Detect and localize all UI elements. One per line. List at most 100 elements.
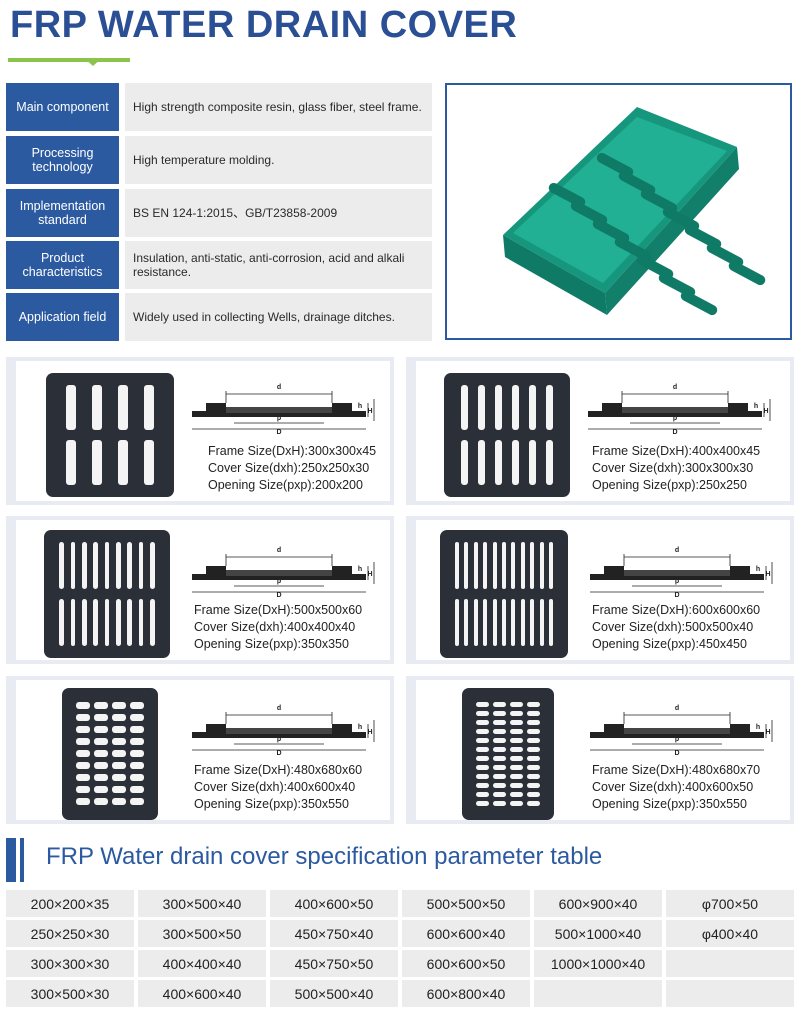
frame-section bbox=[192, 724, 366, 738]
grate-slot bbox=[92, 385, 102, 430]
grate-slot bbox=[476, 782, 489, 788]
param-cell: 450×750×50 bbox=[270, 950, 398, 977]
grate-slot bbox=[130, 750, 144, 757]
grate-slot bbox=[454, 542, 459, 589]
grate-slot bbox=[527, 773, 540, 779]
cover-size: Cover Size(dxh):400x400x40 bbox=[194, 620, 356, 634]
title-underline-notch bbox=[84, 58, 102, 66]
grate-slot bbox=[112, 774, 126, 781]
grate-slot bbox=[493, 746, 506, 752]
param-cell: 300×500×30 bbox=[6, 980, 134, 1007]
section-accent-bar-thin bbox=[20, 838, 24, 882]
grate-slot bbox=[527, 755, 540, 761]
grate-slot bbox=[476, 773, 489, 779]
grate-slot bbox=[493, 710, 506, 716]
param-cell bbox=[534, 980, 662, 1007]
param-cell: φ400×40 bbox=[666, 920, 794, 947]
dimension-label-d: d bbox=[673, 384, 677, 391]
dimension-label-p: p bbox=[277, 736, 281, 743]
dimension-label-h: h bbox=[756, 724, 760, 731]
grate-slot bbox=[130, 762, 144, 769]
cover-size: Cover Size(dxh):250x250x30 bbox=[208, 461, 370, 475]
grate-slot bbox=[483, 599, 488, 646]
grate-slot bbox=[539, 599, 544, 646]
grate-slot bbox=[493, 782, 506, 788]
grate-slot bbox=[76, 726, 90, 733]
cover-slot bbox=[680, 290, 718, 316]
dimension-label-D: D bbox=[674, 750, 679, 756]
param-cell: 450×750×40 bbox=[270, 920, 398, 947]
dimension-label-d: d bbox=[277, 547, 281, 554]
dimension-label-H: H bbox=[765, 571, 770, 578]
dimension-label-d: d bbox=[675, 705, 679, 712]
cover-size: Cover Size(dxh):400x600x50 bbox=[592, 780, 754, 794]
grate-slot bbox=[477, 440, 486, 485]
grate-slot bbox=[528, 385, 537, 430]
grate-slot bbox=[476, 719, 489, 725]
product-photo bbox=[445, 83, 792, 340]
grate-slot bbox=[149, 542, 155, 589]
grate-slot bbox=[476, 800, 489, 806]
grate-slot bbox=[527, 746, 540, 752]
grate-slot bbox=[483, 542, 488, 589]
param-cell: 600×600×50 bbox=[402, 950, 530, 977]
grate-slot bbox=[118, 385, 128, 430]
spec-value: High temperature molding. bbox=[125, 136, 432, 184]
grate-slot bbox=[76, 702, 90, 709]
dimension-label-D: D bbox=[276, 429, 281, 435]
grate-slot bbox=[476, 710, 489, 716]
teal-drain-cover-image bbox=[503, 107, 766, 316]
table-title: FRP Water drain cover specification para… bbox=[46, 843, 603, 870]
param-cell: 300×500×40 bbox=[138, 890, 266, 917]
grate-slot bbox=[476, 764, 489, 770]
grate-slot bbox=[511, 385, 520, 430]
grate-slot bbox=[510, 755, 523, 761]
grate-slot bbox=[118, 440, 128, 485]
param-cell: 400×600×50 bbox=[270, 890, 398, 917]
grate-slot bbox=[510, 737, 523, 743]
grate-slot bbox=[492, 542, 497, 589]
grate-slot bbox=[549, 542, 554, 589]
frame-size: Frame Size(DxH):600x600x60 bbox=[592, 603, 761, 617]
grate-slot bbox=[115, 542, 121, 589]
grate-slot bbox=[527, 800, 540, 806]
grate-600x600 bbox=[440, 530, 568, 658]
grate-slot bbox=[473, 542, 478, 589]
grate-slot bbox=[510, 719, 523, 725]
grate-slot bbox=[527, 728, 540, 734]
dimension-label-d: d bbox=[675, 547, 679, 554]
grate-slot bbox=[66, 440, 76, 485]
grate-slot bbox=[527, 710, 540, 716]
grate-slot bbox=[112, 726, 126, 733]
grate-slot bbox=[510, 800, 523, 806]
grate-slot bbox=[545, 440, 554, 485]
grate-slot bbox=[494, 385, 503, 430]
grate-slot bbox=[94, 714, 108, 721]
grate-slot bbox=[149, 599, 155, 646]
dimension-label-D: D bbox=[672, 429, 677, 435]
grate-480x680 bbox=[62, 688, 158, 820]
grate-slot bbox=[476, 755, 489, 761]
dimension-label-d: d bbox=[277, 384, 281, 391]
frame-size: Frame Size(DxH):480x680x60 bbox=[194, 763, 363, 777]
grate-slot bbox=[104, 542, 110, 589]
grate-300x300 bbox=[46, 373, 174, 497]
grate-slot bbox=[510, 773, 523, 779]
grate-slot bbox=[144, 385, 154, 430]
spec-label: Implementation standard bbox=[6, 189, 119, 237]
grate-slot bbox=[527, 737, 540, 743]
cover-section bbox=[226, 570, 332, 576]
grate-slot bbox=[528, 440, 537, 485]
grate-slot bbox=[476, 791, 489, 797]
grate-slot bbox=[493, 791, 506, 797]
grate-slot bbox=[464, 599, 469, 646]
cover-size: Cover Size(dxh):300x300x30 bbox=[592, 461, 754, 475]
grate-slot bbox=[527, 719, 540, 725]
grate-slot bbox=[477, 385, 486, 430]
frame-section bbox=[192, 403, 366, 417]
grate-slot bbox=[130, 738, 144, 745]
grate-slot bbox=[539, 542, 544, 589]
grate-slot bbox=[92, 440, 102, 485]
